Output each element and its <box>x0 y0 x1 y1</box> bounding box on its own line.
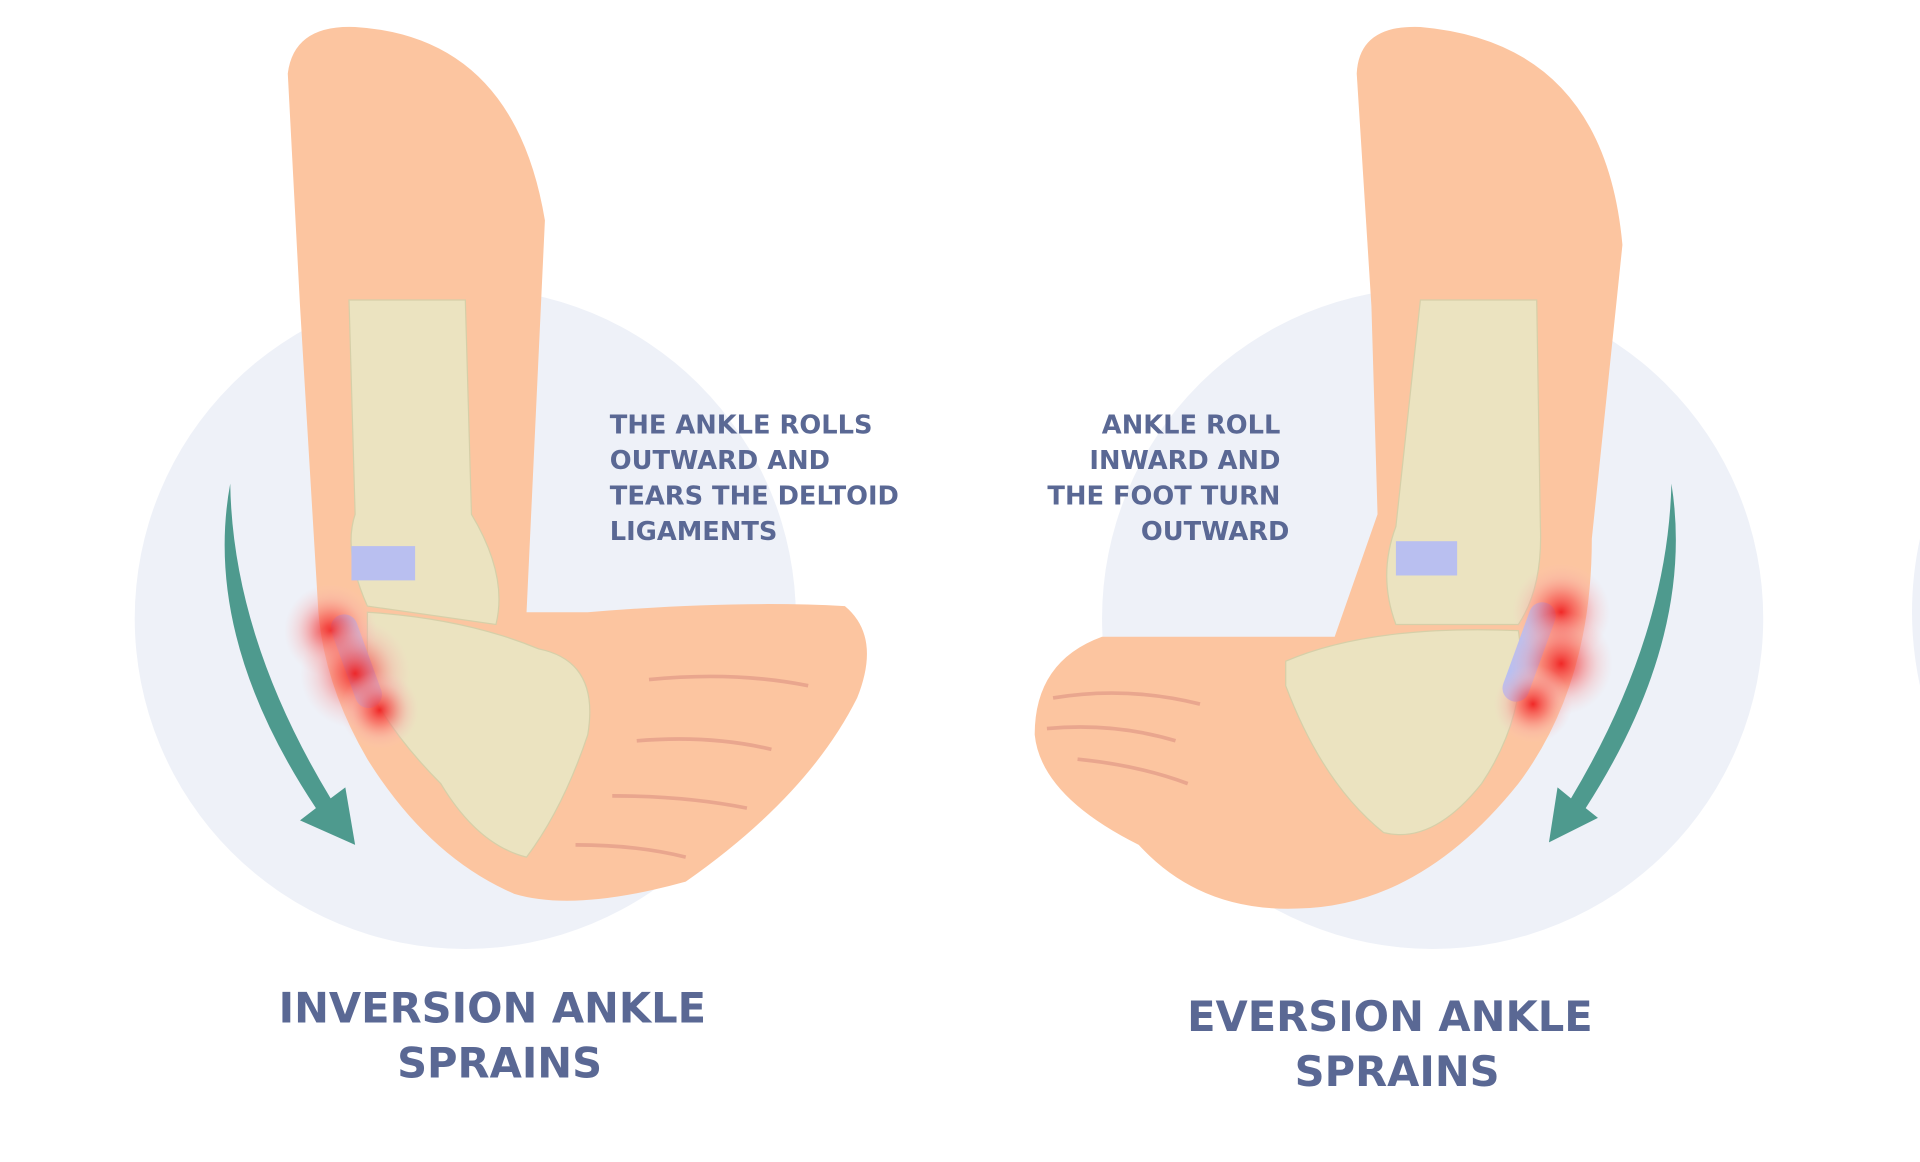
partial-circle <box>1912 538 1920 686</box>
toes <box>575 674 809 859</box>
inversion-description: THE ANKLE ROLLS OUTWARD AND TEARS THE DE… <box>610 410 908 547</box>
rotation-arrow-icon <box>1548 483 1676 843</box>
rotation-arrow-icon <box>224 483 356 845</box>
ligament-tear <box>351 546 416 581</box>
inversion-illustration <box>134 26 867 949</box>
foot-bones <box>1285 629 1522 836</box>
inversion-title: INVERSION ANKLE SPRAINS <box>279 983 721 1087</box>
pain-spot <box>1493 664 1573 744</box>
pain-spot <box>340 670 419 750</box>
foot-bones <box>366 611 591 858</box>
bone <box>348 299 500 626</box>
eversion-description: ANKLE ROLL INWARD AND THE FOOT TURN OUTW… <box>1047 410 1289 547</box>
eversion-title: EVERSION ANKLE SPRAINS <box>1187 992 1607 1096</box>
ligament-tear <box>1395 541 1458 576</box>
eversion-illustration <box>1034 26 1920 949</box>
toes <box>1046 691 1201 786</box>
